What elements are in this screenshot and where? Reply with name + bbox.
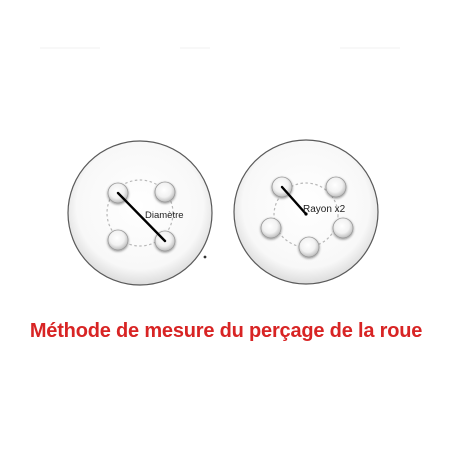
pitch-circle-left	[106, 179, 174, 247]
diameter-measure-line	[116, 191, 167, 243]
diagram-caption: Méthode de mesure du perçage de la roue	[29, 320, 423, 342]
wheel-disc-left	[67, 140, 213, 286]
diameter-label: Diamètre	[145, 210, 184, 221]
bolt-hole	[260, 217, 282, 239]
stray-dot	[203, 255, 207, 259]
radius-label: Rayon x2	[303, 204, 346, 215]
bolt-hole	[332, 217, 354, 239]
bolt-hole	[154, 181, 176, 203]
wheel-four-hole: Diamètre	[67, 140, 213, 286]
bolt-hole	[298, 236, 320, 258]
wheel-center-dot	[304, 212, 308, 216]
radius-measure-line	[280, 185, 308, 216]
wheel-five-hole: Rayon x2	[233, 139, 379, 285]
wheel-disc-right	[233, 139, 379, 285]
bolt-hole	[107, 229, 129, 251]
bolt-hole	[325, 176, 347, 198]
